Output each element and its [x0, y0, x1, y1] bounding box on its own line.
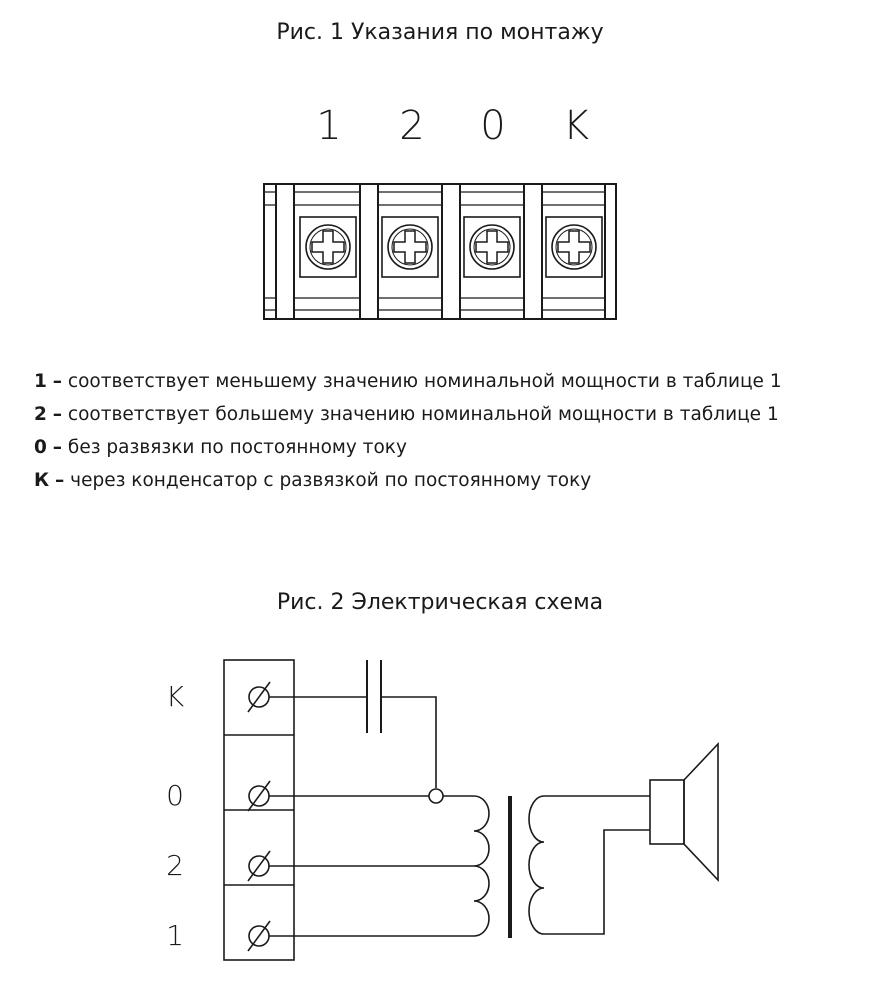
legend-dash: – — [55, 470, 65, 491]
terminal-label-2: 2 — [399, 103, 425, 149]
terminal-block — [263, 183, 617, 320]
primary-coil — [473, 795, 490, 937]
screw-terminal-2 — [381, 216, 439, 278]
legend-row: 1 – соответствует меньшему значению номи… — [34, 372, 880, 405]
legend-row: К – через конденсатор с развязкой по пос… — [34, 471, 880, 504]
figure2-title: Рис. 2 Электрическая схема — [276, 590, 604, 615]
wire-capacitor — [381, 696, 437, 788]
separator-bar — [604, 183, 617, 320]
scheme-terminal-k — [247, 681, 271, 713]
separator-bar — [441, 183, 461, 320]
figure1-title: Рис. 1 Указания по монтажу — [276, 20, 604, 45]
electrical-scheme — [223, 659, 719, 961]
separator-bar — [275, 183, 295, 320]
terminal-label-1: 1 — [316, 103, 342, 149]
legend-key: 0 — [34, 437, 47, 458]
screw-terminals — [299, 216, 603, 278]
screw-terminal-1 — [299, 216, 357, 278]
scheme-label-2: 2 — [166, 849, 184, 882]
screw-terminal-0 — [463, 216, 521, 278]
terminal-label-k: K — [562, 103, 590, 149]
legend-row: 2 – соответствует большему значению номи… — [34, 405, 880, 438]
scheme-terminal-2 — [247, 850, 271, 882]
legend-key: К — [34, 470, 50, 491]
speaker-cone — [683, 741, 719, 883]
junction-node — [428, 788, 444, 804]
screw-terminal-k — [545, 216, 603, 278]
legend-text: через конденсатор с развязкой по постоян… — [70, 470, 592, 491]
legend-dash: – — [52, 437, 63, 458]
legend-dash: – — [52, 404, 63, 425]
legend-key: 1 — [34, 371, 47, 392]
scheme-terminal-1 — [247, 920, 271, 952]
scheme-terminal-0 — [247, 780, 271, 812]
secondary-coil — [528, 795, 545, 935]
legend-text: соответствует большему значению номиналь… — [67, 404, 779, 425]
separator-bar — [359, 183, 379, 320]
legend-key: 2 — [34, 404, 47, 425]
legend-row: 0 – без развязки по постоянному току — [34, 438, 880, 471]
scheme-label-1: 1 — [166, 919, 184, 952]
legend-text: соответствует меньшему значению номиналь… — [67, 371, 782, 392]
legend: 1 – соответствует меньшему значению номи… — [34, 372, 880, 504]
legend-dash: – — [52, 371, 63, 392]
terminal-label-0: 0 — [480, 103, 506, 149]
speaker-magnet — [649, 779, 685, 845]
scheme-label-0: 0 — [166, 779, 184, 812]
scheme-label-k: K — [165, 680, 185, 713]
legend-text: без развязки по постоянному току — [67, 437, 407, 458]
wire-secondary-bottom — [544, 829, 650, 935]
separator-bar — [523, 183, 543, 320]
